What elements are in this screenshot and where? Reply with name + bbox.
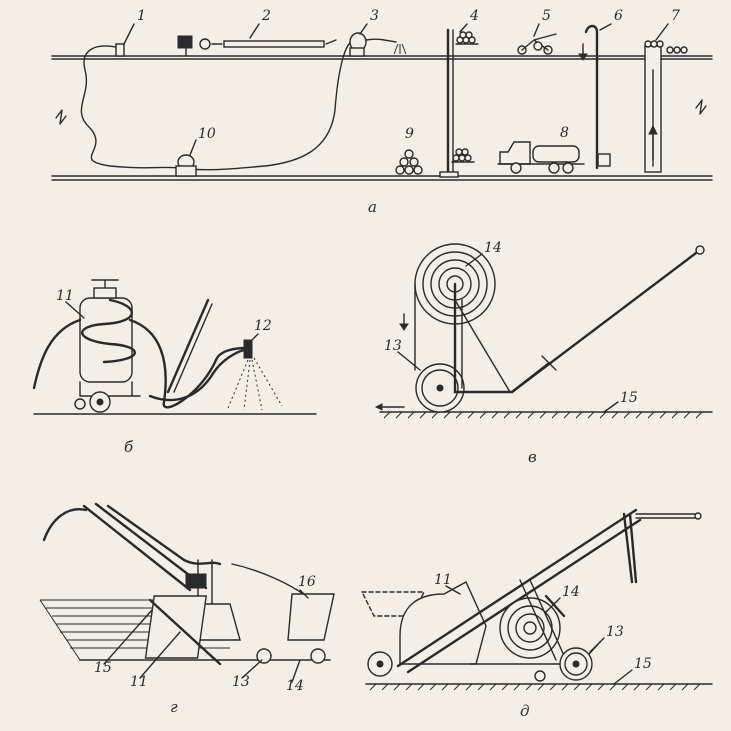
roll-body [144,595,208,659]
caption-a: а [368,198,377,216]
handle-grip [695,245,705,255]
side-bar [148,598,222,666]
label-11-g: 11 [130,674,148,690]
lift-base [439,171,459,178]
floor-d-hatch [369,683,701,691]
sprayer-wheel-rear [74,398,86,410]
label-16: 16 [298,574,316,590]
lift-up-arrow-head [648,124,658,135]
hose-right [128,318,248,409]
panel-v-leaders [397,253,619,413]
label-3: 3 [370,8,379,24]
boom-d [396,508,642,674]
panel-g-laying-machine: 16 15 11 13 14 г [39,502,335,716]
break-mark-left [55,109,67,125]
sprayer-wheel-hub [96,398,104,406]
label-4: 4 [469,8,479,24]
label-13-v: 13 [384,338,402,354]
handle-extension [635,513,699,519]
label-14-v: 14 [484,240,502,256]
spray-jet [393,43,407,55]
caption-v: в [528,448,537,466]
label-14-d: 14 [562,584,580,600]
spray-base [349,47,365,57]
panel-a-site-scheme: 1 2 3 4 5 6 7 8 9 10 а [51,8,713,216]
mastic-tank-d [399,581,487,665]
caption-d: д [520,702,530,720]
flow-arrow [325,39,337,45]
crane-winch [597,153,611,167]
rolls-top [455,31,479,45]
ground-pump-base [175,165,197,177]
panel-b-sprayer: 11 12 б [32,279,317,456]
caption-g: г [170,698,178,716]
pump-motor [177,35,193,49]
label-11-d: 11 [434,572,452,588]
sprayer-frame [79,381,141,397]
spray-wand-inner [173,303,213,393]
machine-motor [185,573,207,589]
spray-nozzle [243,339,253,359]
label-15-v: 15 [620,390,638,406]
label-15-g: 15 [94,660,112,676]
label-7: 7 [671,8,680,24]
sprayer-neck [93,287,117,299]
spray-wand [166,298,210,394]
label-12: 12 [254,318,272,334]
cart-brace [454,299,511,393]
cart-frame [453,248,702,394]
break-mark-right [695,99,707,115]
rolls-bottom [451,148,475,163]
panel-g-leaders [103,589,309,683]
label-14-g: 14 [286,678,304,694]
pump-coupling [199,38,211,50]
pipe-segment [223,40,325,48]
label-9: 9 [405,126,414,142]
label-13-d: 13 [606,624,624,640]
caption-b: б [124,438,134,456]
hose-left [32,318,82,390]
panel-a-leaders [123,23,669,156]
hose-line [80,39,356,171]
label-13-g: 13 [232,674,250,690]
label-1: 1 [137,8,146,24]
floor-v-hatch [383,411,703,419]
roll-pile-ground [395,149,423,175]
crane-arrow-head [578,53,588,61]
brace-d [544,594,566,618]
panel-d-leaders [445,585,633,685]
roll-feed [231,563,307,597]
power-cable [42,508,88,542]
panel-d-combined-machine: 11 14 13 15 д [361,508,713,720]
label-10: 10 [198,126,216,142]
roller-right [310,648,326,664]
label-5: 5 [542,8,551,24]
label-6: 6 [614,8,623,24]
label-11-b: 11 [56,288,74,304]
crane-boom [584,24,599,170]
wheel-mid-d [534,670,546,682]
tank-truck [497,141,585,174]
roll-cart-small [517,33,557,55]
panel-v-roll-cart: 14 13 15 в [374,240,713,466]
hose-right-2 [148,348,246,402]
front-hopper [287,593,335,641]
handle-drop [622,512,638,584]
panel-b-leaders [65,301,259,343]
spray-hose [365,38,397,43]
sprayer-coil [81,298,136,364]
hopper-phantom [361,591,425,617]
machine-hose [106,504,222,566]
spray-cone [227,357,283,411]
label-8: 8 [560,125,569,141]
roller-left [256,648,272,664]
label-2: 2 [261,8,271,24]
outlet-box [115,43,125,57]
label-15-d: 15 [634,656,652,672]
cart-handle-lower [510,362,550,394]
rolls-roof-right [644,40,688,54]
